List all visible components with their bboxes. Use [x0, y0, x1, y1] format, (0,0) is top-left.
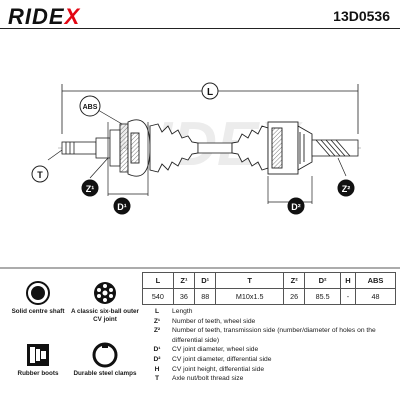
svg-text:T: T	[37, 170, 43, 180]
legend-row: L Length	[142, 307, 396, 317]
legend-row: T Axle nut/bolt thread size	[142, 374, 396, 384]
cv-joint-icon	[94, 282, 116, 304]
svg-text:D¹: D¹	[117, 202, 127, 212]
svg-text:L: L	[207, 87, 213, 98]
spec-header-cell: H	[339, 272, 357, 289]
legend-text: Number of teeth, transmission side (numb…	[172, 327, 376, 344]
svg-text:D²: D²	[291, 202, 301, 212]
svg-text:ABS: ABS	[83, 104, 98, 111]
spec-header-row: L Z¹ D¹ T Z² D² H ABS	[142, 272, 396, 289]
inner-cv-joint	[267, 121, 313, 175]
header-divider	[0, 28, 400, 29]
spec-value-cell: 26	[283, 288, 306, 305]
callout-z1: Z¹	[81, 179, 99, 197]
spec-value-cell: -	[339, 288, 357, 305]
spec-value-cell: 48	[355, 288, 396, 305]
legend-key: H	[154, 365, 160, 373]
spec-header-cell: ABS	[355, 272, 396, 289]
spec-table: L Z¹ D¹ T Z² D² H ABS 540 36 88 M10x1.5 …	[142, 272, 396, 305]
legend-row: Z² Number of teeth, transmission side (nu…	[142, 326, 396, 345]
solid-shaft-icon	[26, 281, 50, 305]
legend-key: T	[154, 375, 160, 383]
legend-key: L	[154, 308, 160, 315]
feature-label: A classic six-ball outer CV joint	[70, 308, 139, 323]
solid-shaft	[197, 142, 233, 154]
callout-length: L	[201, 82, 219, 100]
wheel-side-stub	[61, 129, 121, 167]
legend-row: D¹ CV joint diameter, wheel side	[142, 345, 396, 355]
spec-header-cell: L	[142, 272, 174, 289]
transmission-spline	[311, 139, 359, 157]
spec-header-cell: D²	[304, 272, 341, 289]
spec-value-row: 540 36 88 M10x1.5 26 85.5 - 48	[142, 288, 396, 305]
feature-rubber-boot: Rubber boots	[3, 342, 73, 378]
legend-text: CV joint height, differential side	[172, 365, 265, 373]
svg-text:Z²: Z²	[342, 184, 351, 194]
feature-solid-shaft: Solid centre shaft	[3, 280, 73, 316]
drive-shaft-diagram: RIDEX	[0, 82, 400, 269]
legend-key: D²	[153, 355, 161, 363]
spec-value-cell: 540	[142, 288, 174, 305]
spec-value-cell: M10x1.5	[215, 288, 285, 305]
leader-lines	[47, 109, 347, 204]
legend-text: Number of teeth, wheel side	[172, 317, 256, 325]
spec-value-cell: 88	[194, 288, 217, 305]
callout-d1: D¹	[113, 197, 131, 215]
spec-header-cell: T	[215, 272, 285, 289]
outer-cv-joint	[127, 119, 151, 177]
brand-logo: RIDEX	[8, 4, 80, 30]
steel-clamp-icon	[92, 342, 118, 368]
feature-cv-joint: A classic six-ball outer CV joint	[70, 280, 140, 323]
spec-value-cell: 36	[172, 288, 196, 305]
spec-value-cell: 85.5	[304, 288, 341, 305]
abs-ring	[119, 123, 129, 173]
legend-key: Z¹	[153, 317, 161, 325]
legend-key: D¹	[153, 346, 161, 354]
legend-text: Axle nut/bolt thread size	[172, 375, 244, 383]
spec-legend: L Length Z¹ Number of teeth, wheel side Z²…	[142, 307, 396, 384]
legend-text: CV joint diameter, differential side	[172, 355, 272, 363]
svg-text:Z¹: Z¹	[86, 184, 95, 194]
legend-row: Z¹ Number of teeth, wheel side	[142, 317, 396, 327]
brand-text: RIDE	[8, 4, 65, 29]
spec-header-cell: Z²	[283, 272, 306, 289]
spec-header-cell: D¹	[194, 272, 217, 289]
feature-label: Durable steel clamps	[73, 370, 137, 377]
callout-thread: T	[31, 165, 49, 183]
feature-label: Rubber boots	[17, 370, 59, 377]
legend-key: Z²	[153, 327, 161, 335]
spec-header-cell: Z¹	[172, 272, 196, 289]
callout-z2: Z²	[337, 179, 355, 197]
legend-text: Length	[172, 308, 193, 315]
part-number: 13D0536	[333, 8, 390, 24]
callout-abs: ABS	[79, 95, 101, 117]
legend-row: D² CV joint diameter, differential side	[142, 355, 396, 365]
feature-steel-clamp: Durable steel clamps	[70, 342, 140, 378]
callout-d2: D²	[287, 197, 305, 215]
legend-text: CV joint diameter, wheel side	[172, 346, 259, 354]
legend-row: H CV joint height, differential side	[142, 365, 396, 375]
feature-panel: Solid centre shaft A classic six-ball ou…	[0, 272, 140, 400]
rubber-boot-icon	[27, 344, 49, 366]
feature-label: Solid centre shaft	[11, 308, 65, 315]
brand-x: X	[64, 4, 81, 29]
